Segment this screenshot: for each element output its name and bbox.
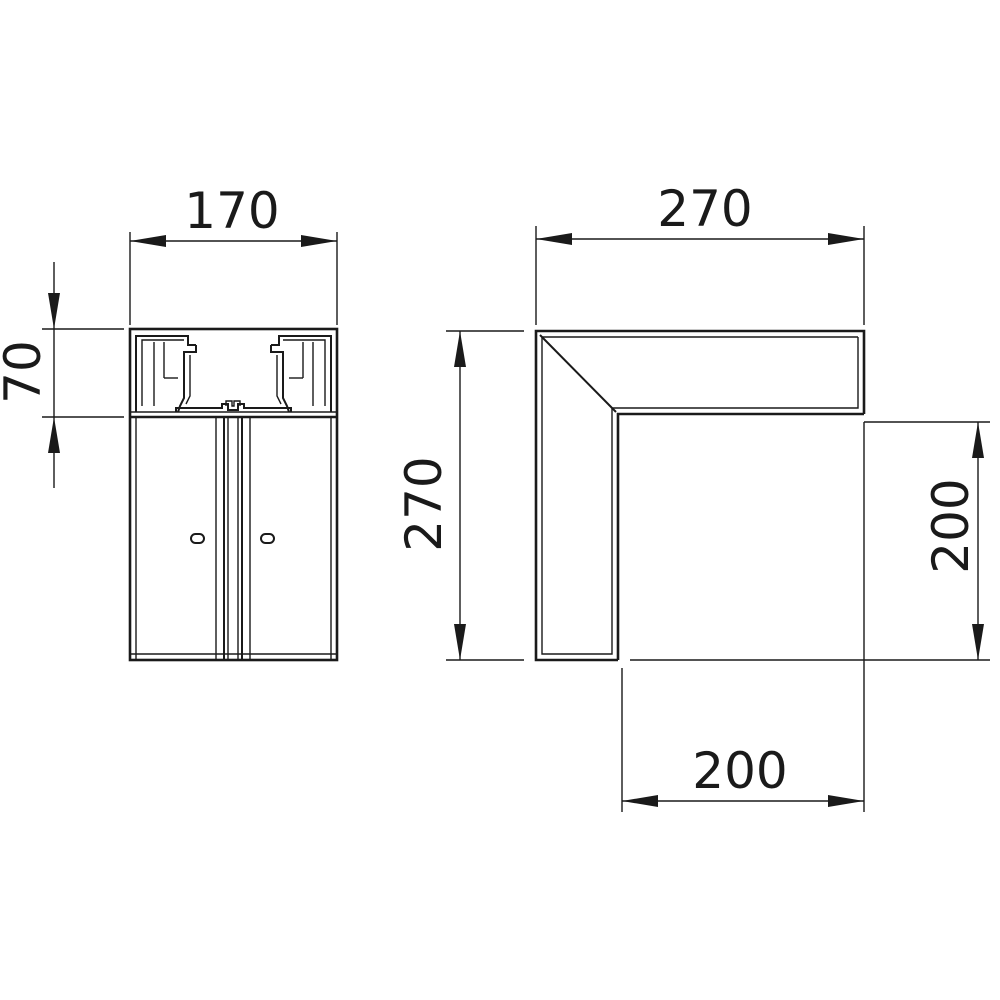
arrow-outer-height-bottom xyxy=(454,624,466,660)
profile-left-wall xyxy=(135,335,196,412)
profile-left-clip-inner xyxy=(185,355,191,405)
profile-center-clip xyxy=(225,400,241,407)
arrow-inner-height-bottom xyxy=(972,624,984,660)
front-body-outline xyxy=(128,327,339,662)
arrow-outer-height-top xyxy=(454,331,466,367)
dim-label-inner-height: 200 xyxy=(922,478,980,573)
arrow-inner-width-left xyxy=(622,795,658,807)
dim-label-outer-width: 270 xyxy=(657,180,752,238)
arrow-inner-height-top xyxy=(972,422,984,458)
dim-label-depth: 70 xyxy=(0,340,52,404)
plan-miter-line xyxy=(539,334,617,413)
arrow-outer-width-right xyxy=(828,233,864,245)
profile-right-wall xyxy=(271,335,332,412)
arrow-width-left xyxy=(130,235,166,247)
plan-view: 270 270 200 200 xyxy=(395,180,990,812)
arrow-depth-bottom xyxy=(48,417,60,453)
arrow-inner-width-right xyxy=(828,795,864,807)
arrow-depth-top xyxy=(48,293,60,329)
profile-left-inner xyxy=(141,339,184,406)
plan-inner-outline xyxy=(616,412,864,660)
profile-right-clip-inner xyxy=(276,355,282,405)
screw-slot-right-icon xyxy=(260,533,275,544)
dim-label-outer-height: 270 xyxy=(395,456,453,551)
plan-outer-outline xyxy=(534,329,866,662)
front-view: 170 70 xyxy=(0,182,339,662)
arrow-width-right xyxy=(301,235,337,247)
profile-right-inner xyxy=(283,339,326,406)
screw-slot-left-icon xyxy=(190,533,205,544)
dim-label-width: 170 xyxy=(184,182,279,240)
profile-base xyxy=(175,403,292,412)
dim-label-inner-width: 200 xyxy=(692,742,787,800)
arrow-outer-width-left xyxy=(536,233,572,245)
